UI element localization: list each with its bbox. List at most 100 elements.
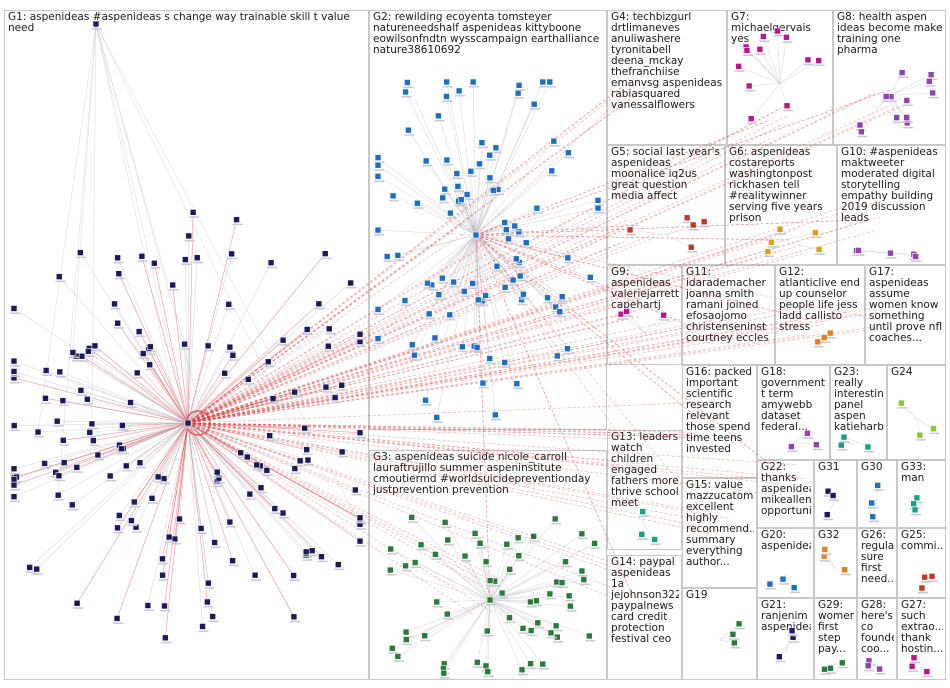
edge — [472, 81, 477, 236]
edge — [187, 238, 495, 424]
node — [923, 668, 931, 675]
edge — [187, 257, 198, 424]
node-label-bar — [55, 280, 66, 283]
edge — [88, 351, 189, 424]
node — [747, 115, 755, 122]
node-label-bar — [473, 666, 484, 668]
node-label-bar — [443, 543, 454, 546]
node-label-bar — [388, 652, 399, 654]
edge — [475, 234, 563, 297]
node-label-bar — [160, 609, 171, 612]
node-label-bar — [492, 270, 503, 272]
node-label-bar — [909, 661, 920, 664]
node — [766, 580, 774, 588]
node — [626, 226, 634, 234]
node — [409, 341, 416, 349]
edge — [417, 202, 477, 236]
edge — [889, 81, 930, 96]
node — [302, 548, 310, 556]
edge — [141, 256, 189, 424]
group-label-g19: G19 — [686, 590, 708, 601]
node-label-bar — [54, 499, 65, 501]
node — [578, 530, 586, 538]
edge — [187, 216, 880, 424]
node-label-bar — [512, 262, 523, 265]
node-label-bar — [911, 260, 922, 262]
node — [56, 368, 64, 376]
node-label-bar — [485, 181, 496, 184]
node — [92, 20, 100, 28]
node — [199, 623, 206, 630]
node-label-bar — [491, 151, 502, 154]
node — [403, 636, 410, 643]
node-label-bar — [840, 573, 851, 576]
node-label-bar — [278, 517, 289, 519]
node-label-bar — [452, 177, 463, 180]
edge — [187, 422, 649, 431]
edge — [377, 234, 477, 339]
node-label-bar — [512, 387, 523, 390]
node-label-bar — [491, 418, 502, 421]
edge — [475, 234, 558, 357]
node-label-bar — [454, 205, 465, 207]
node — [291, 388, 298, 396]
edge — [187, 422, 638, 572]
node-label-bar — [501, 291, 512, 293]
node-label-bar — [403, 86, 414, 88]
node — [788, 627, 796, 634]
edge — [475, 234, 791, 481]
node — [135, 328, 143, 335]
edge — [187, 137, 774, 424]
edge — [14, 422, 189, 426]
node — [554, 352, 561, 360]
node — [115, 512, 123, 519]
edge — [187, 422, 307, 556]
node-label-bar — [515, 89, 526, 91]
node — [237, 449, 244, 457]
node — [455, 87, 463, 95]
group-label-g31: G31 — [818, 462, 840, 473]
node — [444, 536, 452, 544]
node-label-bar — [500, 366, 511, 368]
node-label-bar — [477, 146, 488, 149]
node-label-bar — [213, 476, 224, 478]
edge — [777, 30, 781, 84]
node — [764, 248, 772, 255]
edge — [187, 233, 656, 424]
edge — [184, 344, 189, 424]
node — [86, 429, 94, 436]
group-box-g2: G2: rewilding ecoyenta tomsteyer naturen… — [369, 10, 607, 430]
node — [85, 348, 92, 355]
node — [548, 167, 556, 175]
node-label-bar — [434, 298, 445, 301]
edge — [187, 422, 361, 433]
group-label-g27: G27: such extrao... thank hostin... — [901, 600, 943, 655]
group-box-g11: G11: idarademacher joanna smith ramani j… — [682, 265, 775, 365]
node — [431, 334, 439, 342]
edge — [187, 422, 615, 433]
node-label-bar — [838, 666, 849, 669]
edge — [891, 252, 914, 255]
edge — [475, 222, 505, 236]
node-label-bar — [135, 466, 146, 469]
node-label-bar — [252, 468, 263, 471]
node — [547, 629, 555, 637]
edge — [94, 345, 189, 424]
group-label-g12: G12: atlanticlive end up counselor peopl… — [779, 267, 860, 333]
node-label-bar — [440, 193, 451, 195]
node-label-bar — [489, 194, 500, 196]
node — [552, 622, 560, 630]
edge — [187, 422, 712, 523]
node-label-bar — [193, 261, 204, 264]
edge — [780, 232, 816, 242]
edge — [187, 422, 301, 462]
edge — [463, 234, 477, 292]
node-label-bar — [148, 502, 159, 504]
node-label-bar — [546, 636, 557, 639]
edge — [475, 234, 505, 363]
node — [422, 157, 430, 165]
node-label-bar — [481, 299, 492, 302]
node-label-bar — [811, 236, 822, 239]
node — [441, 519, 449, 526]
edge — [187, 391, 295, 424]
